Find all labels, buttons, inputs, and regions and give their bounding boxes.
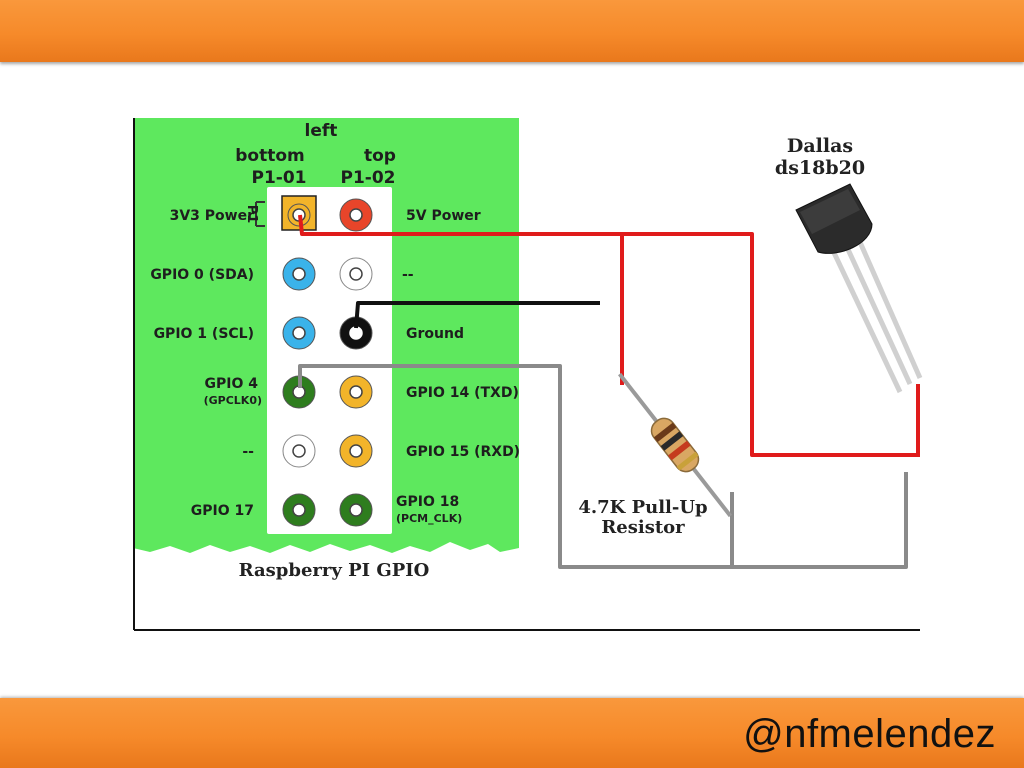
pin-sublabel-left-4: (GPCLK0) <box>204 394 262 407</box>
gpio-pin-right-1 <box>339 198 373 232</box>
bottom-row-label: bottom <box>235 146 305 166</box>
p1-marker: P1 <box>244 205 259 224</box>
ds18b20-sensor <box>795 183 923 394</box>
pin-label-left-6: GPIO 17 <box>191 503 254 519</box>
pin-label-right-1: 5V Power <box>406 208 481 224</box>
gpio-pin-left-1 <box>287 203 311 227</box>
gpio-pin-right-2 <box>339 257 373 291</box>
pin-sublabel-right-6: (PCM_CLK) <box>396 512 462 525</box>
pin-label-left-1: 3V3 Power <box>170 208 254 224</box>
pin-label-left-4: GPIO 4 <box>205 376 259 392</box>
gpio-pin-left-3 <box>282 316 316 350</box>
pin-label-left-3: GPIO 1 (SCL) <box>154 326 254 342</box>
sensor-label-line2: ds18b20 <box>775 157 865 179</box>
top-row-label: top <box>364 146 396 166</box>
gpio-pin-left-6 <box>282 493 316 527</box>
gpio-pin-left-2 <box>282 257 316 291</box>
footer-handle: @nfmelendez <box>743 712 996 756</box>
pin-label-right-3: Ground <box>406 326 464 342</box>
pin-label-left-5: -- <box>242 444 254 460</box>
gpio-pin-right-4 <box>339 375 373 409</box>
pin-label-right-4: GPIO 14 (TXD) <box>406 385 519 401</box>
side-label: left <box>305 121 338 141</box>
header-bar <box>0 0 1024 62</box>
pin-label-right-6: GPIO 18 <box>396 494 459 510</box>
pin-label-left-2: GPIO 0 (SDA) <box>150 267 254 283</box>
pin2-label: P1-02 <box>340 168 395 188</box>
resistor-label-line2: Resistor <box>601 517 685 538</box>
gpio-pin-right-5 <box>339 434 373 468</box>
footer-bar: @nfmelendez <box>0 698 1024 768</box>
gpio-caption: Raspberry PI GPIO <box>239 560 430 581</box>
power-wire <box>298 214 920 457</box>
ground-wire <box>354 301 600 329</box>
pullup-resistor <box>618 372 732 518</box>
pin-label-right-5: GPIO 15 (RXD) <box>406 444 520 460</box>
gpio-pin-right-6 <box>339 493 373 527</box>
gpio-pin-left-5 <box>282 434 316 468</box>
pin-header <box>267 187 392 534</box>
resistor-label-line1: 4.7K Pull-Up <box>578 497 707 518</box>
data-wire <box>298 364 908 569</box>
pin1-label: P1-01 <box>251 168 306 188</box>
pin-label-right-2: -- <box>402 267 414 283</box>
sensor-label-line1: Dallas <box>787 135 853 157</box>
